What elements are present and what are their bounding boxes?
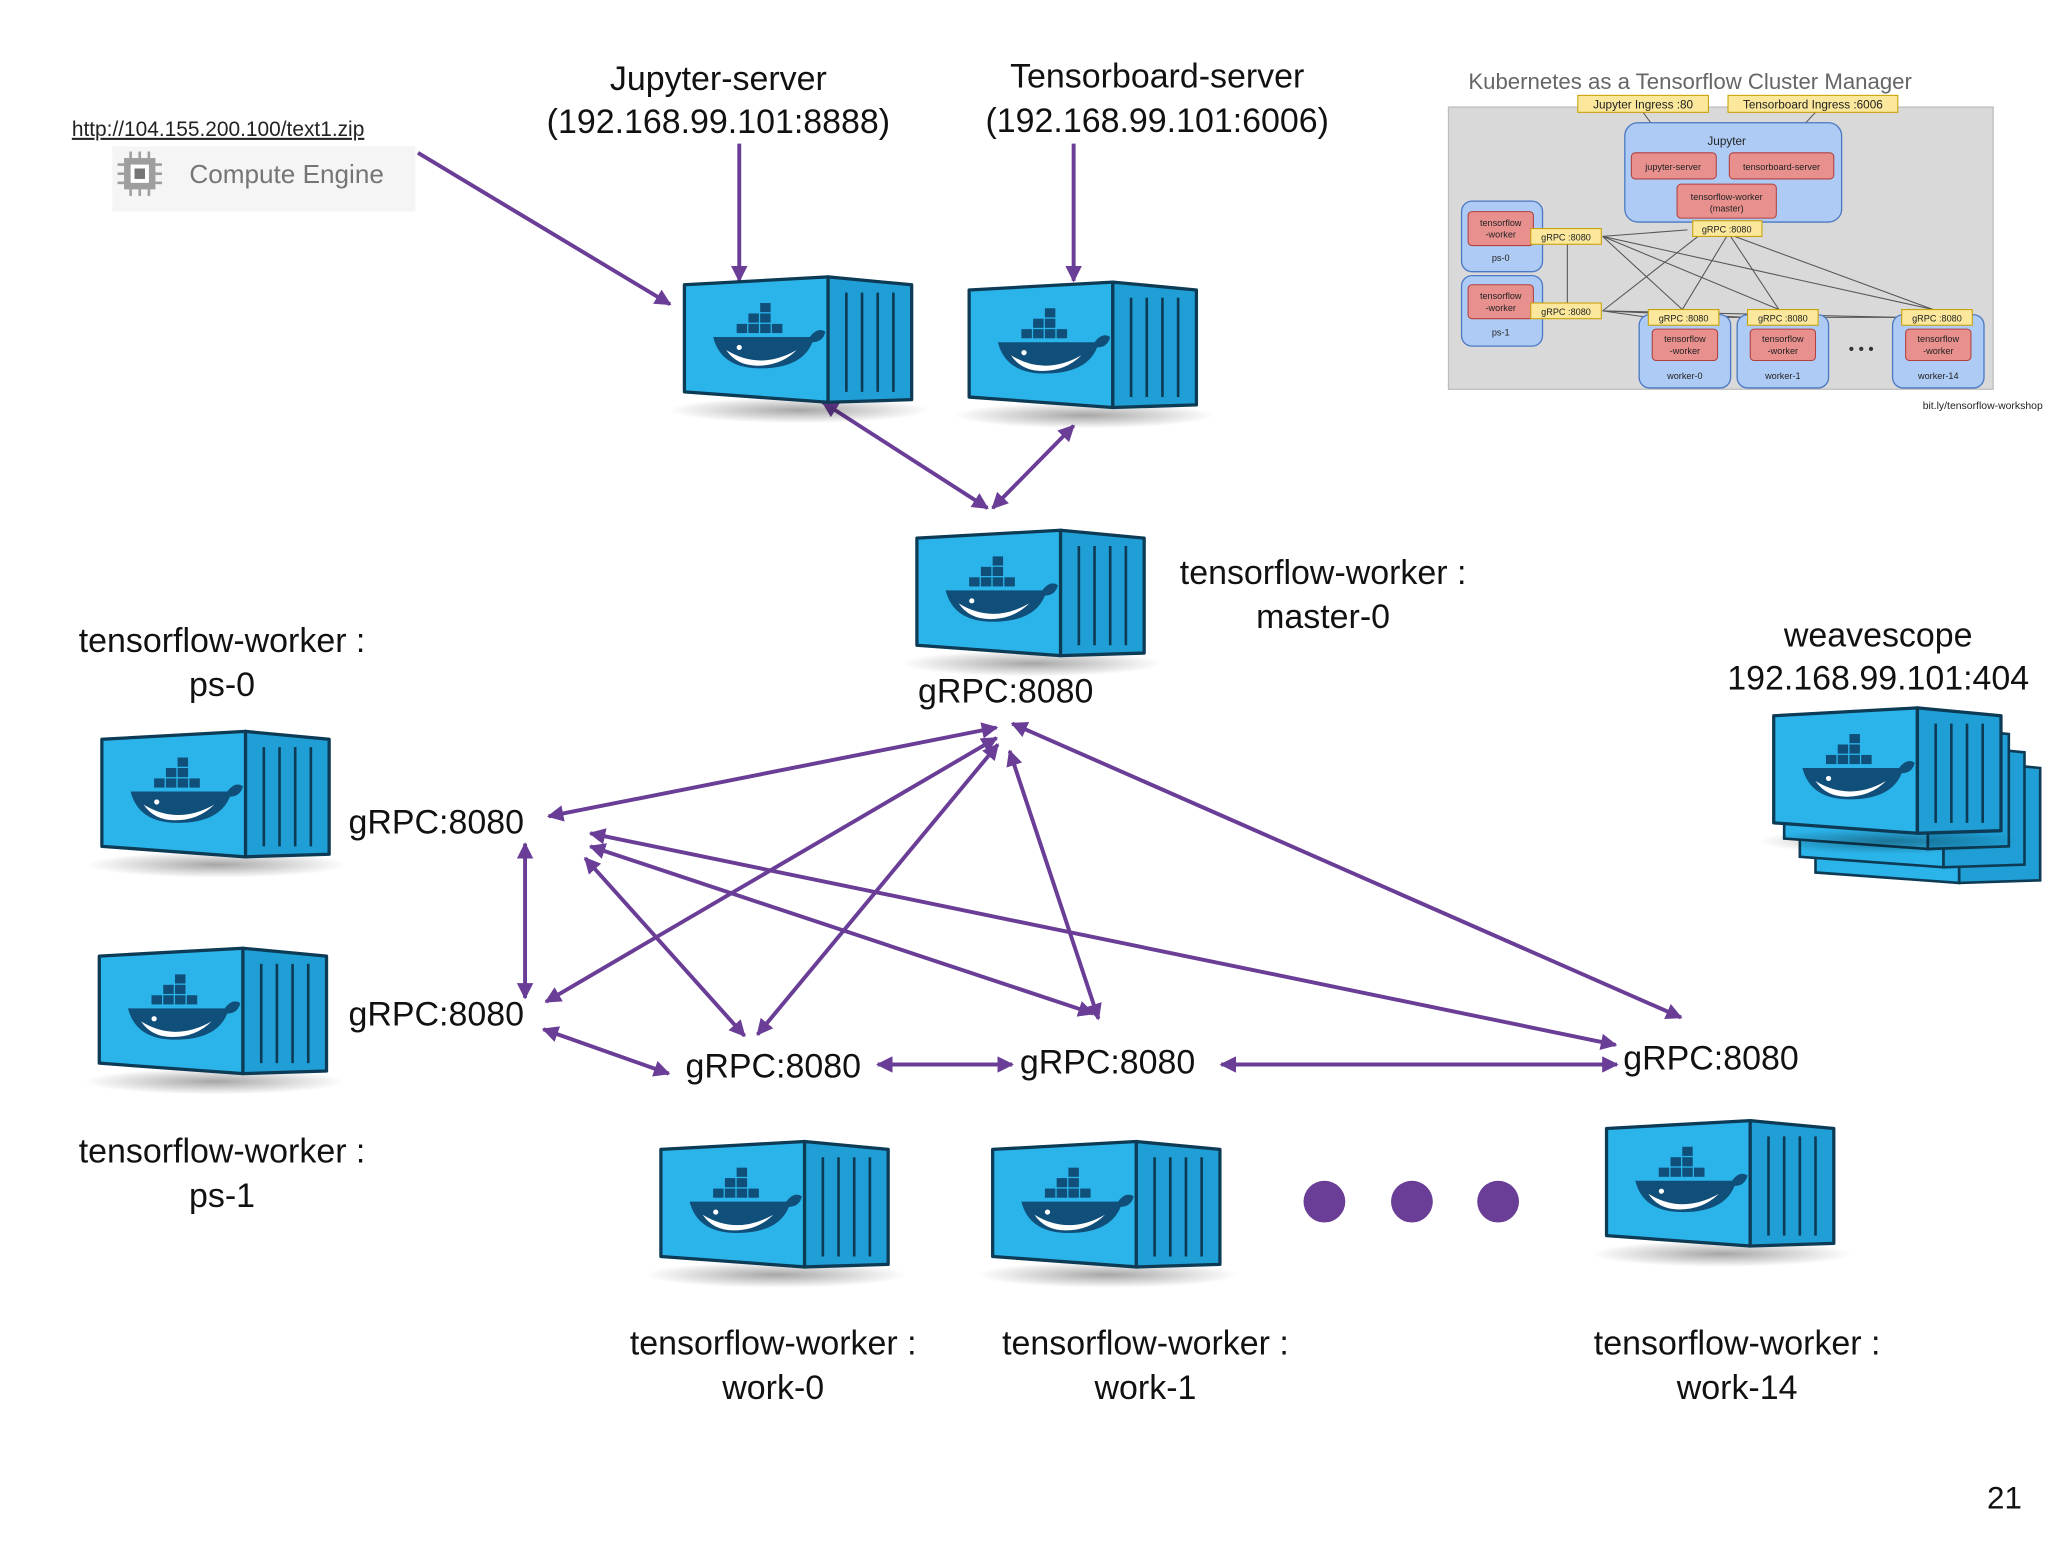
arrow-ps0-work0 <box>583 856 746 1038</box>
ps0-label-line2: ps-0 <box>189 666 255 704</box>
weavescope-address: 192.168.99.101:404 <box>1727 660 2029 698</box>
ps0-grpc-port: gRPC:8080 <box>349 803 524 841</box>
inset-title: Kubernetes as a Tensorflow Cluster Manag… <box>1468 69 1912 94</box>
ellipsis-dot <box>1303 1180 1346 1223</box>
inset-ps1-grpc: gRPC :8080 <box>1541 307 1591 317</box>
jupyter-container <box>667 275 932 425</box>
tensorboard-server-address: (192.168.99.101:6006) <box>986 102 1329 140</box>
inset-kubernetes-diagram: Kubernetes as a Tensorflow Cluster Manag… <box>1447 69 2043 412</box>
inset-tensorboard-server: tensorboard-server <box>1743 162 1820 172</box>
inset-ps0-tf-line1: tensorflow <box>1480 218 1522 228</box>
ps1-grpc-port: gRPC:8080 <box>349 995 524 1033</box>
ps1-container <box>81 946 347 1097</box>
jupyter-server-address: (192.168.99.101:8888) <box>547 103 890 141</box>
work14-container <box>1589 1119 1854 1269</box>
connection-arrows <box>416 143 1683 1077</box>
compute-engine-badge: Compute Engine <box>112 146 416 212</box>
work0-grpc-port: gRPC:8080 <box>685 1048 860 1086</box>
inset-worker0-tf-line1: tensorflow <box>1664 334 1706 344</box>
inset-worker1-grpc: gRPC :8080 <box>1758 313 1808 323</box>
chip-icon <box>117 151 162 196</box>
work1-grpc-port: gRPC:8080 <box>1020 1044 1195 1082</box>
inset-ps0-tf-line2: -worker <box>1486 230 1516 240</box>
work0-label-line1: tensorflow-worker : <box>630 1324 917 1362</box>
weavescope-name: weavescope <box>1783 617 1973 655</box>
inset-worker1-label: worker-1 <box>1764 371 1801 381</box>
inset-ps0-label: ps-0 <box>1492 253 1510 263</box>
work0-label-line2: work-0 <box>721 1369 824 1407</box>
work14-label-line1: tensorflow-worker : <box>1594 1324 1881 1362</box>
inset-worker14-tf-line1: tensorflow <box>1917 334 1959 344</box>
arrow-master-work14 <box>1010 721 1683 1020</box>
inset-ps1-tf-line2: -worker <box>1486 303 1516 313</box>
inset-ps0-grpc: gRPC :8080 <box>1541 232 1591 242</box>
arrow-ps1-work0 <box>541 1026 671 1077</box>
inset-worker1-tf-line1: tensorflow <box>1762 334 1804 344</box>
arrow-ps0-work14 <box>588 828 1618 1050</box>
work1-label-line2: work-1 <box>1094 1369 1197 1407</box>
work14-label-line2: work-14 <box>1676 1369 1798 1407</box>
arrow-source-to-jupyter <box>416 151 672 307</box>
work1-container <box>975 1139 1240 1290</box>
inset-credit: bit.ly/tensorflow-workshop <box>1923 401 2043 412</box>
inset-worker14-grpc: gRPC :8080 <box>1912 313 1962 323</box>
inset-worker14-label: worker-14 <box>1917 371 1959 381</box>
inset-worker0-label: worker-0 <box>1666 371 1703 381</box>
ps0-label-line1: tensorflow-worker : <box>79 622 366 660</box>
ellipsis-dot <box>1391 1180 1433 1223</box>
inset-jupyter-server: jupyter-server <box>1644 162 1701 172</box>
arrow-master-ps0 <box>546 722 999 822</box>
jupyter-server-name: Jupyter-server <box>610 60 827 98</box>
master-grpc-port: gRPC:8080 <box>918 673 1093 711</box>
source-url-link[interactable]: http://104.155.200.100/text1.zip <box>72 118 364 141</box>
arrow-tensorboard-master <box>991 424 1076 510</box>
page-number: 21 <box>1987 1481 2022 1516</box>
work0-container <box>643 1139 909 1290</box>
inset-jupyter-group: Jupyter <box>1707 135 1746 148</box>
arrow-master-work1 <box>1006 749 1102 1021</box>
work1-label-line1: tensorflow-worker : <box>1002 1324 1289 1362</box>
inset-worker1-tf-line2: -worker <box>1768 346 1798 356</box>
inset-jupyter-ingress: Jupyter Ingress :80 <box>1593 98 1693 111</box>
ps0-container <box>84 729 350 880</box>
ps1-label-line2: ps-1 <box>189 1177 255 1215</box>
tensorboard-server-name: Tensorboard-server <box>1010 58 1304 96</box>
arrow-master-work0 <box>756 743 1000 1036</box>
inset-worker0-grpc: gRPC :8080 <box>1659 313 1709 323</box>
inset-ps1-tf-line1: tensorflow <box>1480 291 1522 301</box>
inset-master-grpc: gRPC :8080 <box>1702 224 1752 234</box>
inset-worker14-tf-line2: -worker <box>1923 346 1953 356</box>
compute-engine-label: Compute Engine <box>189 159 384 189</box>
master-label-line2: master-0 <box>1256 598 1390 636</box>
inset-master-line2: (master) <box>1710 204 1744 214</box>
weavescope-container-stack <box>1756 706 2042 885</box>
inset-tensorboard-ingress: Tensorboard Ingress :6006 <box>1743 98 1883 111</box>
inset-ellipsis: • • • <box>1849 341 1874 358</box>
inset-master-line1: tensorflow-worker <box>1691 192 1763 202</box>
inset-ps1-label: ps-1 <box>1492 328 1510 338</box>
ellipsis-dot <box>1477 1180 1520 1223</box>
tensorboard-container <box>951 280 1217 431</box>
ps1-label-line1: tensorflow-worker : <box>79 1132 366 1170</box>
work14-grpc-port: gRPC:8080 <box>1623 1040 1798 1078</box>
inset-worker0-tf-line2: -worker <box>1670 346 1700 356</box>
master-container <box>899 528 1165 679</box>
master-label-line1: tensorflow-worker : <box>1180 554 1467 592</box>
more-workers-ellipsis <box>1303 1180 1520 1223</box>
